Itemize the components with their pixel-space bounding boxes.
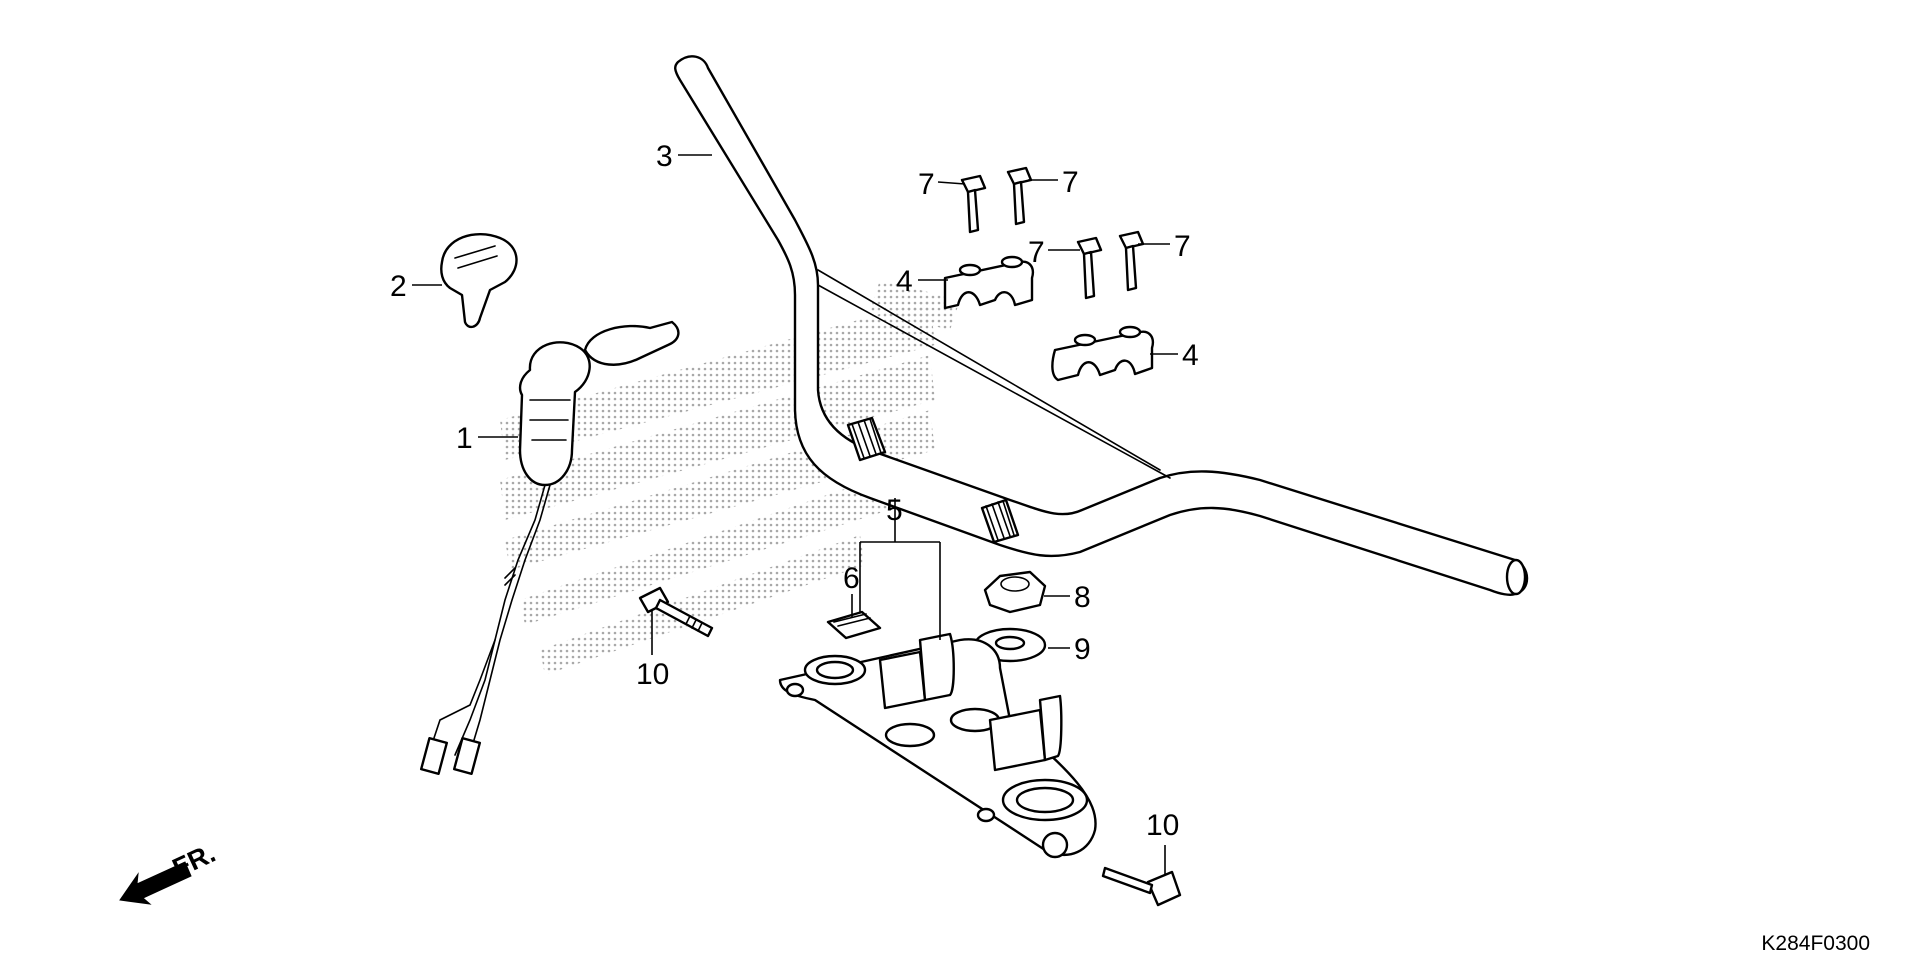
callout-7d: 7 bbox=[1174, 230, 1191, 263]
plate bbox=[826, 610, 882, 640]
top-bridge bbox=[778, 632, 1097, 859]
bolt-7b bbox=[1006, 166, 1033, 226]
callout-10a: 10 bbox=[636, 658, 669, 691]
bolt-7c bbox=[1076, 236, 1103, 300]
diagram-code: K284F0300 bbox=[1761, 932, 1870, 955]
callout-1: 1 bbox=[456, 422, 473, 455]
bolt-7a bbox=[960, 174, 987, 234]
knurled-section-right bbox=[980, 498, 1020, 544]
nut bbox=[983, 570, 1047, 614]
front-arrow-icon: FR. bbox=[119, 838, 220, 905]
handlebar bbox=[674, 55, 1529, 596]
key-icon bbox=[440, 233, 518, 329]
callout-4a: 4 bbox=[896, 265, 913, 298]
callout-10b: 10 bbox=[1146, 809, 1179, 842]
handlebar-holder-upper-b bbox=[1051, 325, 1154, 382]
handlebar-holder-upper-a bbox=[943, 255, 1034, 310]
callout-2: 2 bbox=[390, 270, 407, 303]
callout-8: 8 bbox=[1074, 581, 1091, 614]
bolt-10b bbox=[1101, 866, 1182, 907]
bolt-10a bbox=[638, 586, 714, 638]
bolt-7d bbox=[1118, 230, 1145, 292]
callout-9: 9 bbox=[1074, 633, 1091, 666]
knurled-section-left bbox=[846, 416, 887, 462]
callouts: 1 2 3 4 4 5 6 7 7 7 7 8 9 10 10 bbox=[390, 140, 1199, 842]
callout-7b: 7 bbox=[1062, 166, 1079, 199]
callout-3: 3 bbox=[656, 140, 673, 173]
callout-5: 5 bbox=[886, 494, 903, 527]
callout-6: 6 bbox=[843, 562, 860, 595]
ignition-switch bbox=[419, 320, 680, 775]
leader-lines bbox=[412, 154, 1178, 874]
callout-4b: 4 bbox=[1182, 339, 1199, 372]
callout-7c: 7 bbox=[1028, 236, 1045, 269]
callout-7a: 7 bbox=[918, 168, 935, 201]
